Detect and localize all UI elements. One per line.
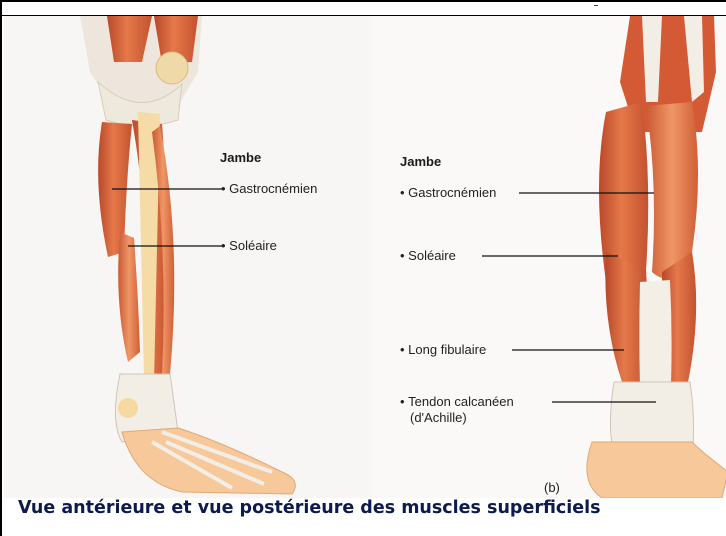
posterior-label-achille: (d'Achille) (410, 410, 467, 425)
figure-caption: Vue antérieure et vue postérieure des mu… (18, 498, 726, 518)
posterior-label-soleaire: Soléaire (400, 248, 456, 263)
posterior-region-label: Jambe (400, 154, 441, 169)
top-bar (2, 2, 726, 16)
anterior-leg (80, 16, 295, 494)
posterior-leg (482, 16, 726, 498)
posterior-label-gastrocnemien: Gastrocnémien (400, 185, 496, 200)
anterior-label-gastrocnemien: Gastrocnémien (221, 181, 317, 196)
posterior-label-tendon-calcaneen: Tendon calcanéen (400, 394, 514, 409)
leg-illustrations (2, 16, 726, 498)
top-bar-tick (594, 2, 598, 6)
posterior-label-long-fibulaire: Long fibulaire (400, 342, 486, 357)
anterior-region-label: Jambe (220, 150, 261, 165)
panel-letter-b: (b) (544, 480, 560, 495)
anterior-label-soleaire: Soléaire (221, 238, 277, 253)
